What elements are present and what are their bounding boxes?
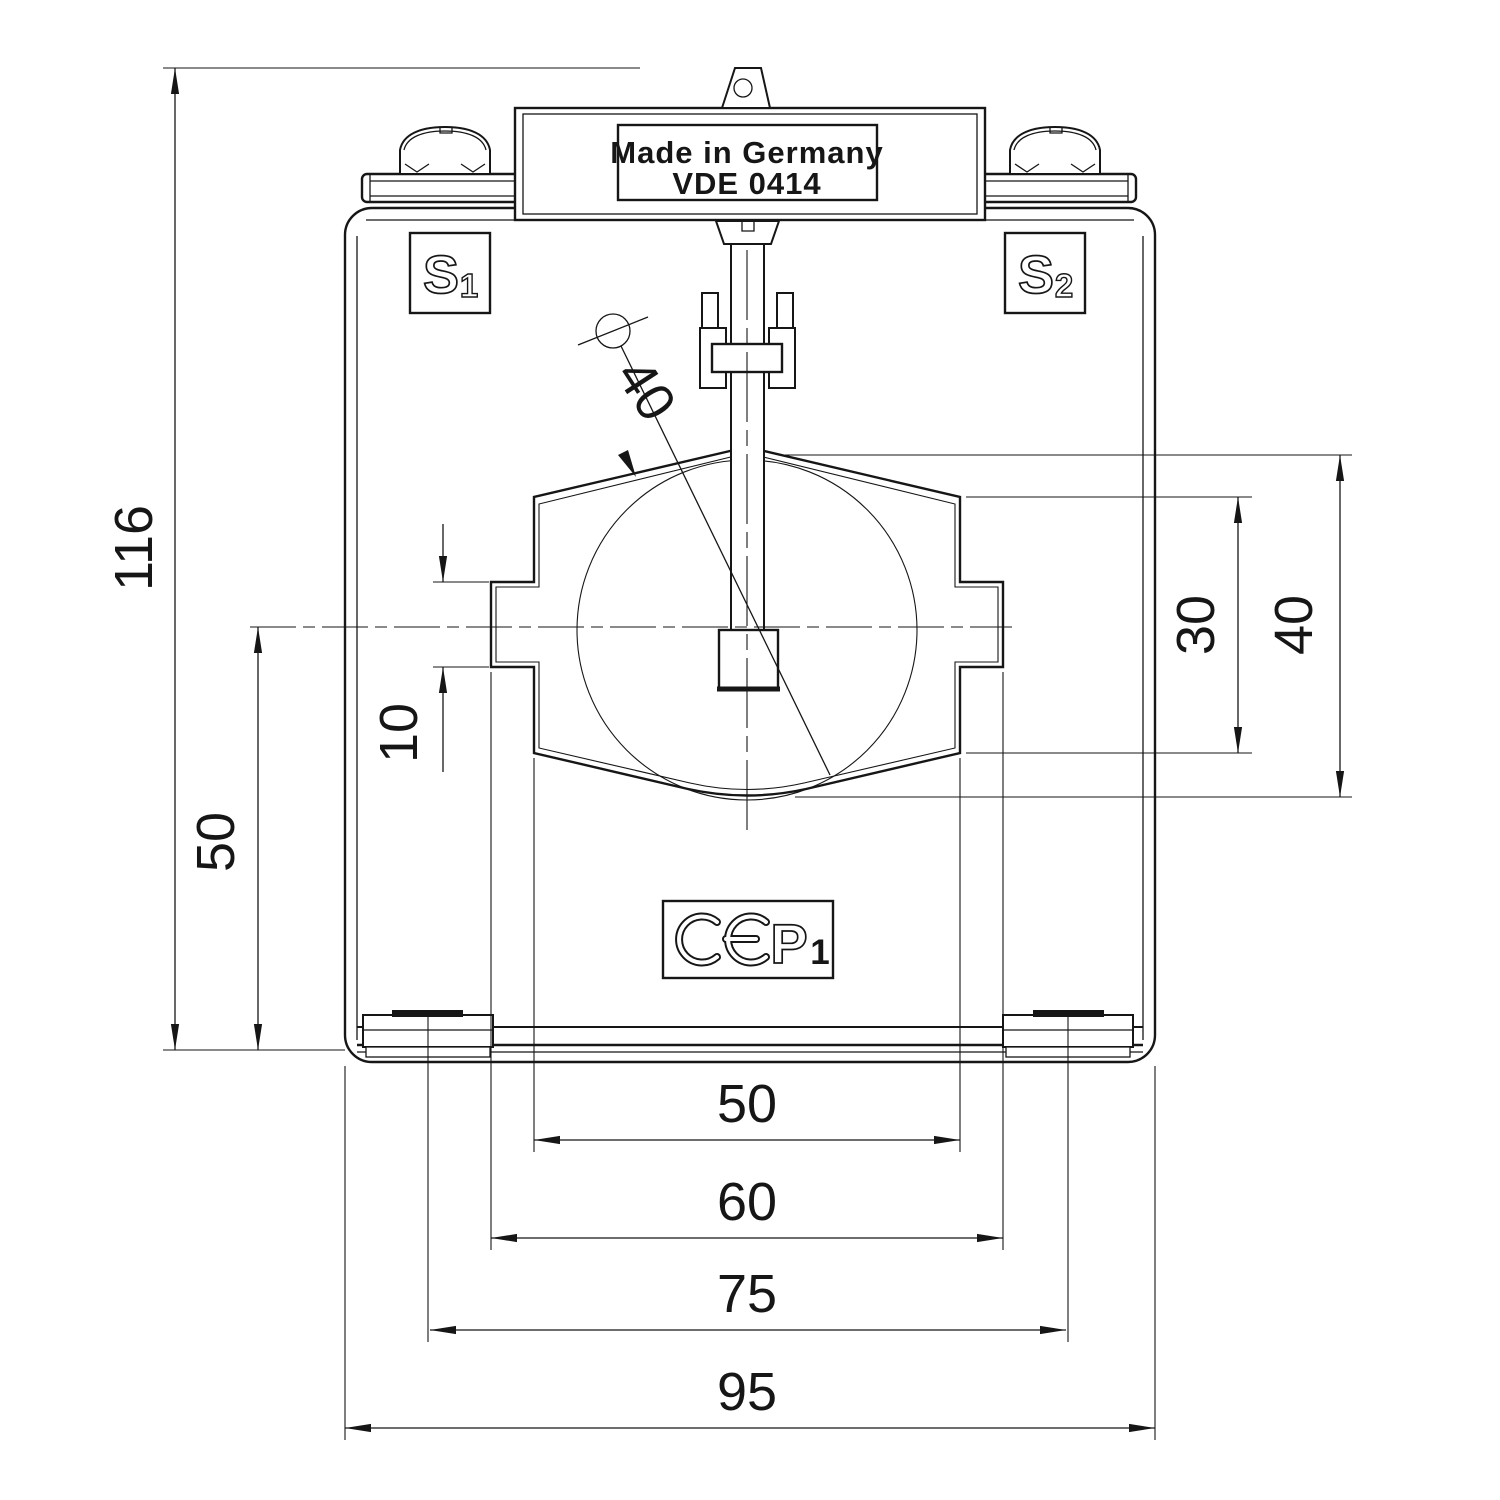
clamp-block — [717, 628, 780, 692]
terminal-screw-right — [1009, 125, 1101, 175]
clamp-screw-slot — [741, 221, 755, 232]
mounting-hole — [733, 78, 753, 98]
diameter-symbol-icon — [577, 313, 649, 349]
p1-letter: P — [770, 912, 807, 975]
clamp-screw-head — [714, 220, 781, 245]
dim-text-50-bottom: 50 — [717, 1074, 777, 1134]
s1-terminal-label: S 1 — [408, 231, 492, 315]
dim-text-50-left: 50 — [186, 812, 246, 872]
dimension-texts: 116 50 10 30 40 50 60 75 95 — [104, 505, 1324, 1422]
top-block: Made in Germany VDE 0414 — [513, 106, 987, 222]
rating-label-line1: Made in Germany — [610, 135, 883, 170]
s1-letter: S — [423, 245, 459, 305]
leader-arrowhead — [618, 450, 636, 477]
extension-lines — [163, 67, 1352, 1440]
rating-label-line2: VDE 0414 — [672, 166, 821, 201]
dim-text-116: 116 — [104, 505, 164, 591]
dimension-lines — [170, 68, 1345, 1433]
dim-text-40-right: 40 — [1264, 595, 1324, 655]
dim-text-75: 75 — [717, 1264, 777, 1324]
screw-slot-notch — [1049, 127, 1063, 134]
dim-text-60: 60 — [717, 1172, 777, 1232]
screw-slot-notch — [439, 127, 453, 134]
s2-subscript: 2 — [1055, 267, 1073, 304]
ce-p1-plate: P 1 — [661, 899, 835, 980]
s2-terminal-label: S 2 — [1003, 231, 1087, 315]
ce-mark-icon — [675, 912, 770, 967]
screw-v-mark — [1070, 163, 1096, 173]
dim-text-95: 95 — [717, 1362, 777, 1422]
rating-label-plate — [616, 123, 879, 202]
dim-text-10: 10 — [369, 703, 429, 763]
s2-letter: S — [1018, 245, 1054, 305]
screw-v-mark — [460, 163, 486, 173]
terminal-screw-left — [399, 125, 491, 175]
dim-text-30: 30 — [1166, 595, 1226, 655]
p1-subscript: 1 — [810, 933, 829, 972]
screw-v-mark — [1014, 163, 1040, 173]
mounting-tab — [720, 67, 772, 109]
s1-subscript: 1 — [460, 267, 478, 304]
screw-v-mark — [404, 163, 430, 173]
